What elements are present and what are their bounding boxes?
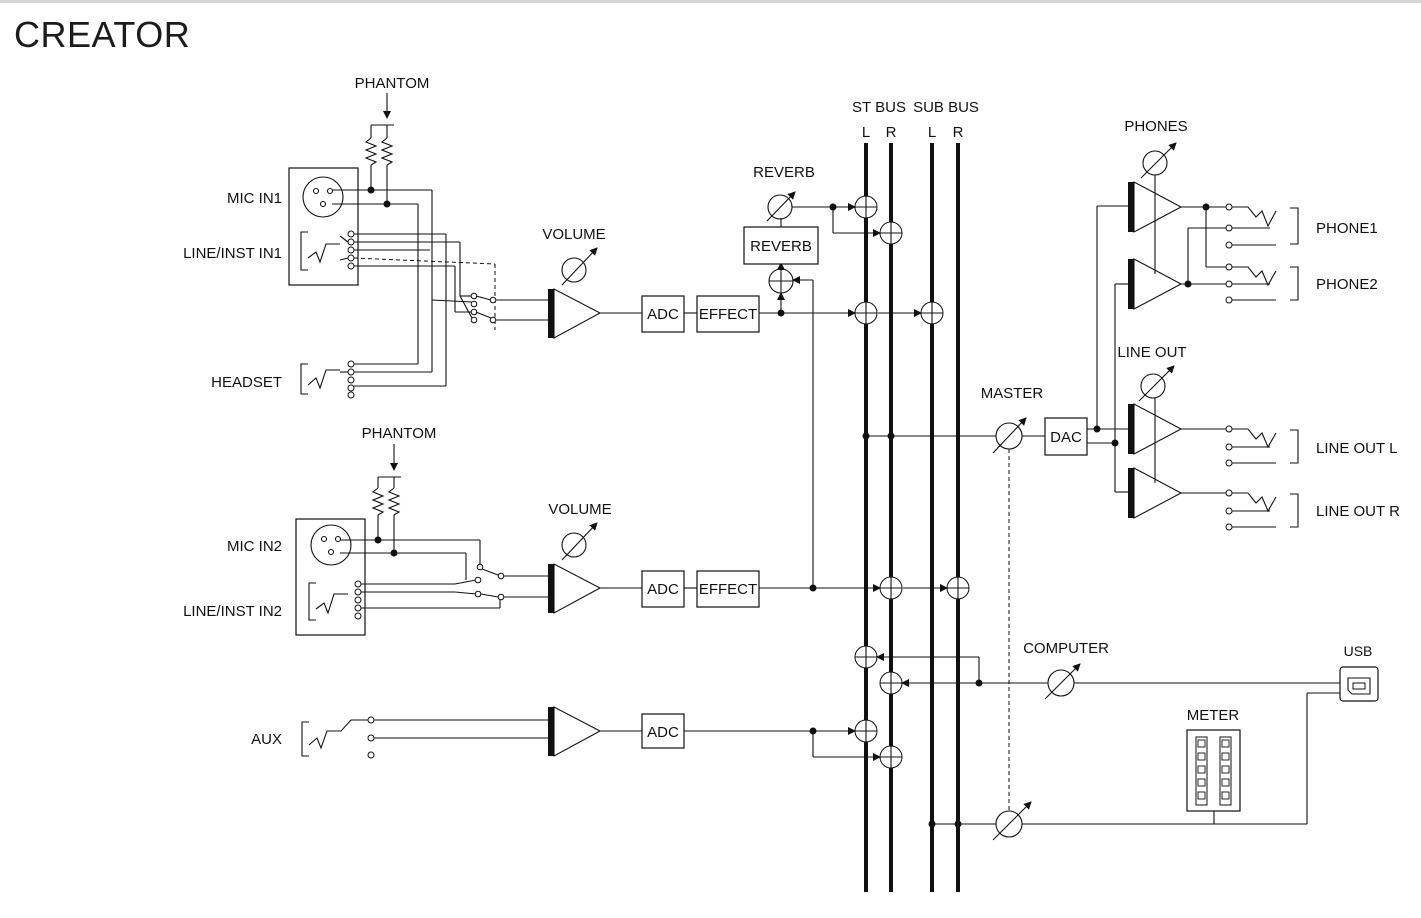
volume-1-knob <box>561 247 598 286</box>
line-inst-in1-wiring <box>353 233 496 386</box>
input-selector-switch-2 <box>474 563 548 601</box>
phones-amplifier-1 <box>1128 181 1183 233</box>
line-out-l-jack <box>1225 425 1299 467</box>
adc-2-label: ADC <box>647 581 679 598</box>
line-out-r-jack <box>1225 489 1299 531</box>
channel-1-routing <box>759 276 922 588</box>
reverb-box-label: REVERB <box>750 238 812 255</box>
adc-1-box <box>641 295 685 333</box>
volume-1-label: VOLUME <box>542 226 605 243</box>
line-out-label: LINE OUT <box>1117 344 1186 361</box>
line-inst-in1-label: LINE/INST IN1 <box>183 245 282 262</box>
reverb-return-routing <box>792 203 881 237</box>
phantom-2-circuit <box>371 444 401 553</box>
effect-1-label: EFFECT <box>699 306 757 323</box>
headset-jack <box>300 360 355 399</box>
sub-bus-r-label: R <box>953 124 964 141</box>
phones-amplifier-2 <box>1128 258 1183 310</box>
line-out-wiring <box>1181 428 1226 494</box>
phones-wiring <box>1181 203 1226 288</box>
line-out-r-label: LINE OUT R <box>1316 503 1400 520</box>
top-rule <box>0 0 1421 3</box>
phantom-1-circuit <box>364 93 394 204</box>
mic-in2-jack-panel <box>295 518 366 636</box>
headset-wiring <box>354 363 446 387</box>
headset-label: HEADSET <box>211 374 282 391</box>
adc-3-box <box>641 713 685 749</box>
phone1-label: PHONE1 <box>1316 220 1378 237</box>
line-out-l-label: LINE OUT L <box>1316 440 1397 457</box>
dac-label: DAC <box>1050 429 1082 446</box>
phones-label: PHONES <box>1124 118 1187 135</box>
amplifier-aux <box>548 706 602 757</box>
bus-summing-nodes <box>854 195 970 769</box>
xlr-connector-1 <box>302 176 344 218</box>
adc-1-label: ADC <box>647 306 679 323</box>
amplifier-1 <box>548 288 602 339</box>
adc-3-label: ADC <box>647 724 679 741</box>
master-label: MASTER <box>981 385 1044 402</box>
sub-bus-output-knob <box>992 801 1032 841</box>
input-selector-switch-1 <box>431 292 548 324</box>
meter-icon <box>1186 729 1241 812</box>
master-knob <box>992 417 1027 454</box>
aux-jack <box>301 716 548 759</box>
st-bus <box>864 143 893 892</box>
dac-output-routing <box>1087 205 1128 493</box>
effect-2-box <box>696 570 760 608</box>
sub-bus-l-label: L <box>928 124 936 141</box>
line-out-amplifier-r <box>1128 467 1183 519</box>
line-inst-in1-jack <box>300 230 355 271</box>
st-bus-label: ST BUS <box>852 99 906 116</box>
phones-knob <box>1140 142 1177 179</box>
phantom-1-label: PHANTOM <box>355 75 430 92</box>
phone2-jack <box>1225 263 1299 304</box>
sub-bus-label: SUB BUS <box>913 99 979 116</box>
effect-1-box <box>696 295 760 333</box>
reverb-box <box>743 226 819 265</box>
mic-in1-label: MIC IN1 <box>227 190 282 207</box>
page-title: CREATOR <box>14 14 191 55</box>
usb-port-icon <box>1339 666 1379 702</box>
usb-label: USB <box>1344 643 1373 659</box>
reverb-knob-label: REVERB <box>753 164 815 181</box>
channel-2-routing <box>759 584 948 592</box>
volume-2-label: VOLUME <box>548 501 611 518</box>
line-out-knob <box>1138 365 1175 402</box>
mic-in2-label: MIC IN2 <box>227 538 282 555</box>
master-routing <box>862 432 1045 810</box>
line-out-amplifier-l <box>1128 403 1183 455</box>
usb-meter-routing <box>1214 692 1340 825</box>
phone1-jack <box>1225 203 1299 249</box>
effect-2-label: EFFECT <box>699 581 757 598</box>
aux-label: AUX <box>251 731 282 748</box>
st-bus-r-label: R <box>886 124 897 141</box>
mic-in1-wiring <box>332 186 433 372</box>
xlr-connector-2 <box>310 524 352 566</box>
computer-knob <box>1044 663 1081 700</box>
aux-routing <box>684 727 881 761</box>
mic-in2-wiring <box>340 536 481 580</box>
meter-label: METER <box>1187 707 1240 724</box>
adc-2-box <box>641 570 685 608</box>
volume-2-knob <box>561 522 598 561</box>
sub-bus-output-routing <box>928 820 1214 828</box>
phone2-label: PHONE2 <box>1316 276 1378 293</box>
computer-routing <box>876 653 1340 687</box>
reverb-knob <box>766 191 796 222</box>
mic-in1-jack-panel <box>288 167 359 286</box>
sub-bus <box>930 143 960 892</box>
phantom-2-label: PHANTOM <box>362 425 437 442</box>
st-bus-l-label: L <box>862 124 870 141</box>
dac-box <box>1044 417 1088 456</box>
amplifier-2 <box>548 563 602 614</box>
computer-label: COMPUTER <box>1023 640 1109 657</box>
line-inst-in2-label: LINE/INST IN2 <box>183 603 282 620</box>
line-inst-in2-jack <box>308 580 362 621</box>
